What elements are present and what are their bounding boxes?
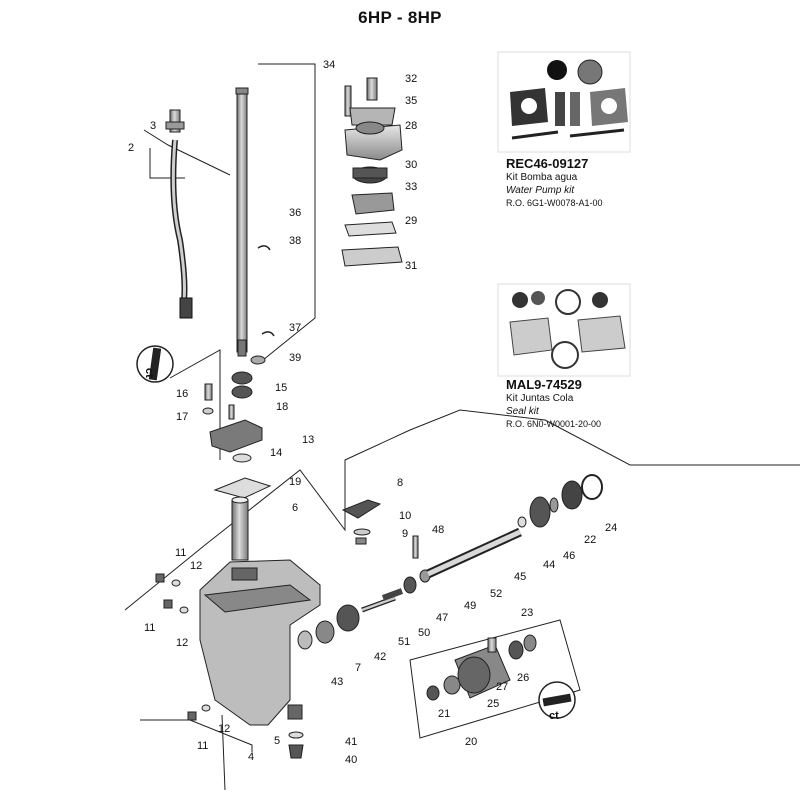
callout: 5 [274,735,280,747]
water-pump-kit-label: REC46-09127 Kit Bomba agua Water Pump ki… [506,157,603,210]
callout: 49 [464,600,476,612]
callout: 11 [144,622,155,634]
callout: 29 [405,215,417,227]
callout: 44 [543,559,555,571]
callout: 27 [496,681,508,693]
callout: 50 [418,627,430,639]
callout: 4 [248,751,254,763]
callout: 31 [405,260,417,272]
callout: 30 [405,159,417,171]
callout: 3 [150,120,156,132]
callout: 40 [345,754,357,766]
callout: 18 [276,401,288,413]
kit-name-en: Seal kit [506,406,539,417]
propeller-shaft-parts [297,474,603,650]
callout: 32 [405,73,417,85]
callout: 43 [331,676,343,688]
callout: 25 [487,698,499,710]
kit-name-es: Kit Juntas Cola [506,393,574,404]
callout: 11 [197,740,208,752]
anode-parts [341,499,382,545]
callout: 36 [289,207,301,219]
sealant-badge-icon: ct [538,681,576,722]
upper-case-parts [202,371,272,499]
callout: 16 [176,388,188,400]
water-tube [231,496,249,561]
diagram-title: 6HP - 8HP [358,8,442,27]
svg-text:ct: ct [143,368,155,378]
callout: 48 [432,524,444,536]
callout: 52 [490,588,502,600]
callout: 12 [176,637,188,649]
callout: 26 [517,672,529,684]
callout: 10 [399,510,411,522]
callout: 46 [563,550,575,562]
kit-name-en: Water Pump kit [506,185,575,196]
callout: 20 [465,736,477,748]
drive-shaft [235,87,249,357]
case-bolts [155,573,211,721]
small-clips [250,245,275,365]
bearing-housing-parts [426,634,537,701]
kit-ref: R.O. 6N0-W0001-20-00 [506,419,602,429]
callout: 35 [405,95,417,107]
callout-numbers: 2 3 4 5 6 7 8 9 10 11 11 11 12 12 12 13 … [128,59,617,766]
callout: 38 [289,235,301,247]
callout: 39 [289,352,301,364]
callout: 23 [521,607,533,619]
callout: 33 [405,181,417,193]
callout: 6 [292,502,298,514]
callout: 51 [398,636,410,648]
water-pump-kit-image [497,51,631,153]
callout: 47 [436,612,448,624]
water-pump-assembly [341,77,403,267]
callout: 9 [402,528,408,540]
shift-rod-assembly [165,109,193,319]
callout: 15 [275,382,287,394]
callout: 34 [323,59,335,71]
callout: 11 [175,547,186,559]
kit-code: MAL9-74529 [506,377,582,392]
callout: 2 [128,142,134,154]
callout: 13 [302,434,314,446]
lower-gear-case [199,559,321,726]
seal-kit-label: MAL9-74529 Kit Juntas Cola Seal kit R.O.… [506,378,601,431]
leader-lines [124,63,800,791]
kit-name-es: Kit Bomba agua [506,172,578,183]
drain-plugs [287,704,304,759]
kit-ref: R.O. 6G1-W0078-A1-00 [506,198,603,208]
svg-text:ct: ct [549,710,559,722]
sealant-badge-icon: ct [136,345,174,383]
callout: 8 [397,477,403,489]
callout: 24 [605,522,617,534]
callout: 42 [374,651,386,663]
callout: 17 [176,411,188,423]
callout: 7 [355,662,361,674]
callout: 22 [584,534,596,546]
seal-kit-image [497,283,631,377]
callout: 14 [270,447,282,459]
callout: 45 [514,571,526,583]
callout: 41 [345,736,357,748]
callout: 28 [405,120,417,132]
kit-code: REC46-09127 [506,156,589,171]
callout: 12 [190,560,202,572]
callout: 37 [289,322,301,334]
callout: 19 [289,476,301,488]
callout: 21 [438,708,450,720]
callout: 12 [218,723,230,735]
